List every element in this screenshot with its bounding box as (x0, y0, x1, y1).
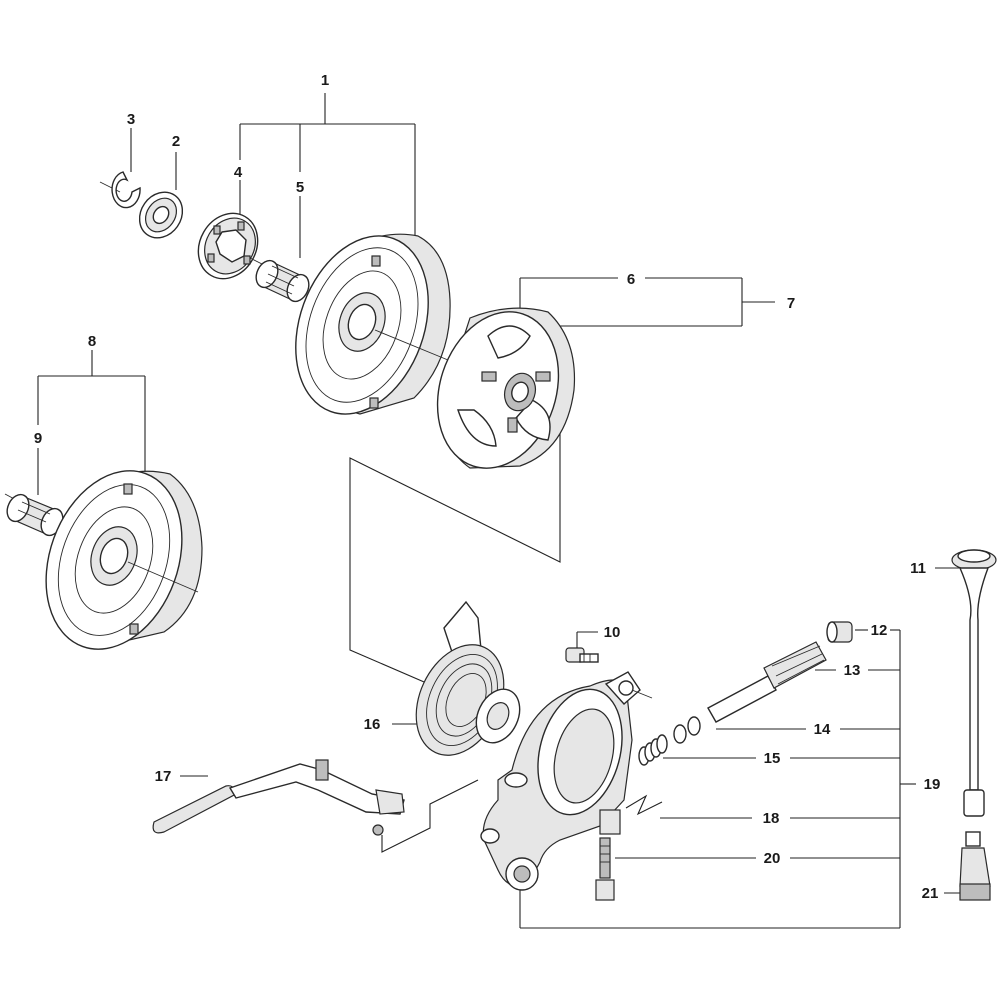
part-19-oil-pump-housing (480, 671, 653, 891)
part-9-needle-bearing (4, 493, 64, 537)
leader-lines (37, 93, 962, 929)
part-20-adjust-screw (595, 837, 615, 901)
part-18-pin (625, 794, 663, 816)
part-2-washer (138, 191, 184, 239)
label-11: 11 (910, 560, 926, 577)
label-9: 9 (34, 430, 42, 447)
label-5: 5 (296, 179, 304, 196)
label-4: 4 (234, 164, 243, 181)
label-14: 14 (814, 721, 831, 738)
part-17-lever (152, 759, 405, 836)
label-15: 15 (764, 750, 781, 767)
label-12: 12 (871, 622, 888, 639)
label-18: 18 (763, 810, 780, 827)
part-16-worm-gear (415, 600, 521, 756)
part-6-clutch (436, 307, 576, 469)
part-10-screw (565, 647, 599, 663)
label-10: 10 (604, 624, 621, 641)
part-13-piston (707, 641, 827, 723)
label-13: 13 (844, 662, 861, 679)
part-21-strainer (959, 831, 991, 901)
part-15-spring (638, 734, 668, 766)
part-3-circlip (99, 171, 141, 209)
label-8: 8 (88, 333, 96, 350)
label-21: 21 (922, 885, 939, 902)
part-11-oil-hose (951, 549, 997, 817)
label-19: 19 (924, 776, 941, 793)
part-4-rim-sprocket (197, 212, 259, 280)
part-8-clutch-drum (45, 470, 203, 650)
part-5-needle-bearing (249, 257, 310, 303)
label-7: 7 (787, 295, 795, 312)
part-labels: 1 2 3 4 5 6 7 8 9 10 11 12 13 14 15 16 1… (34, 72, 941, 902)
label-17: 17 (155, 768, 172, 785)
label-20: 20 (764, 850, 781, 867)
part-12-plug (826, 621, 853, 643)
label-6: 6 (627, 271, 635, 288)
label-1: 1 (321, 72, 329, 89)
label-2: 2 (172, 133, 180, 150)
label-16: 16 (364, 716, 381, 733)
part-14-seals (673, 716, 701, 744)
label-3: 3 (127, 111, 135, 128)
part-1-clutch-drum (295, 233, 451, 415)
